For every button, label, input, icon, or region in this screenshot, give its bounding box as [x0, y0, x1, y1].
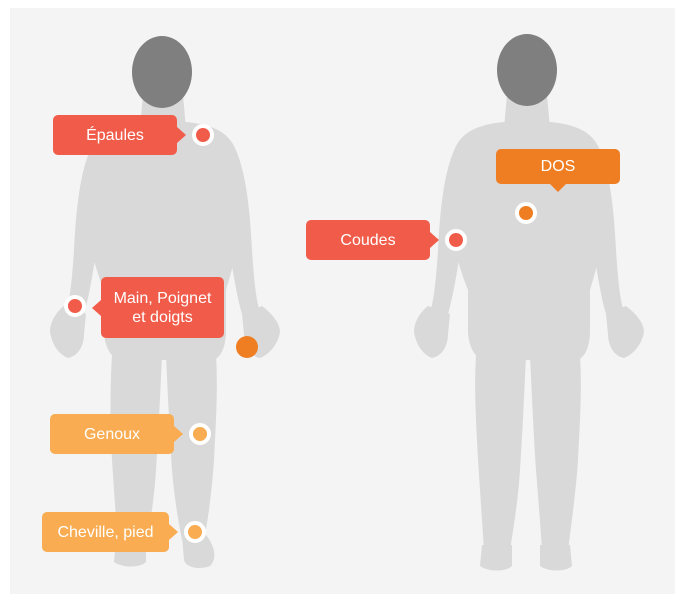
label-epaules[interactable]: Épaules: [53, 115, 186, 155]
marker-main-gauche[interactable]: [64, 295, 86, 317]
marker-main-droite[interactable]: [236, 336, 258, 358]
label-coudes-text: Coudes: [340, 231, 396, 249]
label-epaules-text: Épaules: [86, 126, 144, 144]
label-dos-text: DOS: [540, 158, 576, 175]
marker-cheville[interactable]: [184, 521, 206, 543]
label-cheville-pied[interactable]: Cheville, pied: [42, 512, 178, 552]
label-main-poignet-doigts[interactable]: Main, Poignet et doigts: [92, 277, 224, 338]
marker-dos[interactable]: [515, 202, 537, 224]
back-figure: [414, 95, 644, 571]
front-head: [132, 36, 192, 108]
back-head: [497, 34, 557, 106]
label-coudes[interactable]: Coudes: [306, 220, 439, 260]
label-genoux[interactable]: Genoux: [50, 414, 183, 454]
marker-epaules[interactable]: [192, 124, 214, 146]
label-genoux-text: Genoux: [83, 425, 141, 443]
label-main-line2: et doigts: [132, 308, 193, 326]
marker-coudes[interactable]: [445, 229, 467, 251]
label-main-line1: Main, Poignet: [113, 289, 212, 307]
label-cheville-text: Cheville, pied: [57, 523, 154, 541]
marker-genoux[interactable]: [189, 423, 211, 445]
label-dos[interactable]: DOS: [496, 149, 620, 192]
